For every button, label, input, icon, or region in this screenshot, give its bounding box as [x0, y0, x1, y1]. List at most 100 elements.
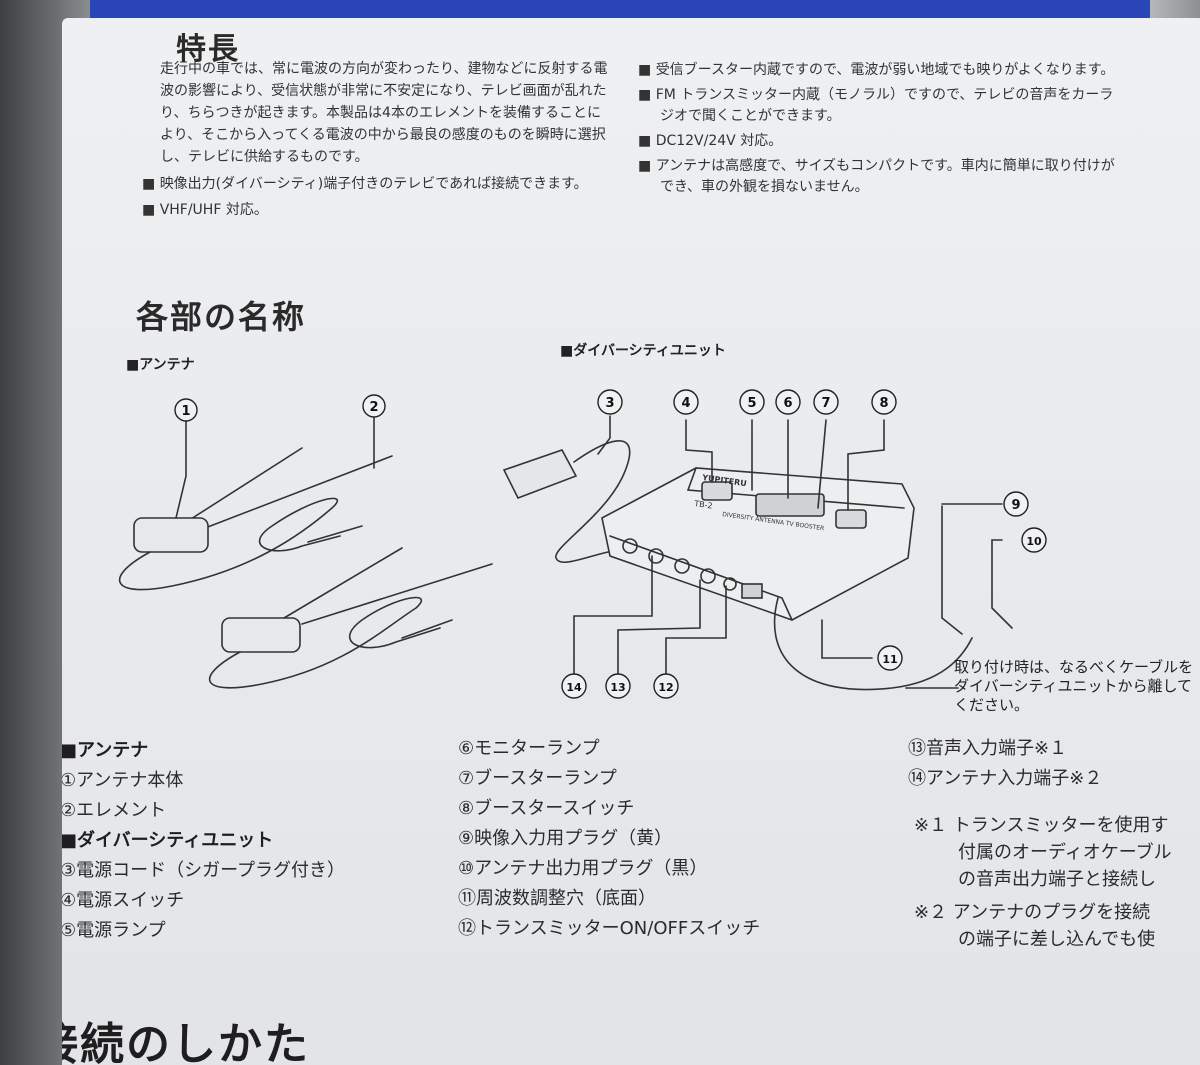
- power-cord: [555, 440, 631, 563]
- callout-9-number: 9: [1011, 498, 1020, 513]
- bullet-item: FM トランスミッター内蔵（モノラル）ですので、テレビの音声をカーラジオで聞くこ…: [638, 85, 1124, 127]
- antenna-1-body: [133, 517, 209, 553]
- list-unit-head: ■ダイバーシティユニット: [62, 830, 274, 851]
- callout-7-number: 7: [821, 396, 830, 411]
- callout-1-number: 1: [181, 404, 190, 419]
- bullet-item: VHF/UHF 対応。: [142, 200, 612, 221]
- footnote-line: ※２ アンテナのプラグを接続: [914, 902, 1151, 923]
- callout-6-circle: [775, 389, 801, 415]
- footnote-line: ※１ トランスミッターを使用す: [914, 815, 1169, 836]
- callout-4-leader: [685, 419, 713, 483]
- footnote-line: 付属のオーディオケーブル: [958, 842, 1172, 863]
- bullet-item: 映像出力(ダイバーシティ)端子付きのテレビであれば接続できます。: [142, 174, 612, 195]
- output-cable: [773, 597, 973, 691]
- list-item: ①アンテナ本体: [62, 770, 184, 791]
- bullet-item: 受信ブースター内蔵ですので、電波が弱い地域でも映りがよくなります。: [638, 60, 1124, 81]
- callout-8-leader: [847, 419, 885, 511]
- antenna-2-element-a: [283, 547, 403, 619]
- callout-10-circle: [1021, 527, 1047, 553]
- antenna-2-plug: [401, 619, 453, 639]
- callout-14-circle: [561, 673, 587, 699]
- callout-1-circle: [174, 398, 198, 422]
- parts-list-col1: ■アンテナ ①アンテナ本体 ②エレメント ■ダイバーシティユニット ③電源コード…: [62, 736, 345, 946]
- footnote-line: の端子に差し込んでも使: [958, 929, 1156, 950]
- manual-page: 特長 走行中の車では、常に電波の方向が変わったり、建物などに反射する電波の影響に…: [62, 18, 1200, 1065]
- antenna-diagram-label: ■アンテナ: [126, 357, 195, 373]
- parts-list-col3: ⑬音声入力端子※１ ⑭アンテナ入力端子※２: [908, 734, 1102, 794]
- callout-2-number: 2: [369, 400, 378, 415]
- callout-12-number: 12: [658, 681, 673, 694]
- callout-8-circle: [871, 389, 897, 415]
- parts-diagram: YUPITERU TB-2 DIVERSITY ANTENNA TV BOOST…: [118, 389, 1047, 699]
- callout-14-number: 14: [566, 681, 582, 694]
- callout-4-circle: [673, 389, 699, 415]
- callout-3-circle: [597, 389, 623, 415]
- list-item: ⑬音声入力端子※１: [908, 738, 1068, 759]
- bullet-item: DC12V/24V 対応。: [638, 131, 1124, 152]
- callout-1-leader: [175, 417, 187, 519]
- features-paragraph: 走行中の車では、常に電波の方向が変わったり、建物などに反射する電波の影響により、…: [160, 61, 608, 165]
- antenna-2-cable: [208, 596, 441, 689]
- callout-13-leader: [617, 579, 701, 675]
- callout-5-circle: [739, 389, 765, 415]
- list-item: ②エレメント: [62, 800, 167, 821]
- list-item: ⑫トランスミッターON/OFFスイッチ: [458, 918, 761, 939]
- antenna-1-plug: [307, 525, 363, 543]
- antenna-1-element-a: [179, 447, 303, 527]
- antenna-2-body: [221, 617, 301, 653]
- device-model: TB-2: [693, 499, 713, 511]
- audio-jack: [723, 577, 737, 591]
- callout-10-leader: [991, 539, 1003, 545]
- list-item: ⑨映像入力用プラグ（黄）: [458, 828, 673, 849]
- callout-6-number: 6: [783, 396, 792, 411]
- features-right-bullets: 受信ブースター内蔵ですので、電波が弱い地域でも映りがよくなります。 FM トラン…: [638, 60, 1124, 198]
- antenna-out-plug-cable: [991, 543, 1013, 629]
- antenna-1-element-b: [199, 455, 393, 531]
- callout-7-circle: [813, 389, 839, 415]
- callout-11-circle: [877, 645, 903, 671]
- jack-3: [674, 558, 690, 574]
- jack-1: [622, 538, 638, 554]
- list-antenna-head: ■アンテナ: [62, 740, 149, 761]
- list-item: ⑦ブースターランプ: [458, 768, 617, 789]
- jack-4: [700, 568, 716, 584]
- parts-list-col2: ⑥モニターランプ ⑦ブースターランプ ⑧ブースタースイッチ ⑨映像入力用プラグ（…: [458, 734, 760, 944]
- list-item: ④電源スイッチ: [62, 890, 185, 911]
- callout-3-leader: [597, 415, 611, 455]
- display-window: [755, 493, 825, 517]
- footnote-line: の音声出力端子と接続し: [958, 869, 1156, 890]
- callout-10-number: 10: [1026, 535, 1042, 548]
- unit-body: [601, 467, 915, 621]
- cable-note: 取り付け時は、なるべくケーブルをダイバーシティユニットから離してください。: [954, 658, 1194, 714]
- parts-heading: 各部の名称: [136, 298, 307, 336]
- footnotes: ※１ トランスミッターを使用す 付属のオーディオケーブル の音声出力端子と接続し…: [914, 812, 1172, 953]
- callout-5-number: 5: [747, 396, 756, 411]
- list-item: ⑧ブースタースイッチ: [458, 798, 635, 819]
- cigar-plug: [502, 449, 578, 500]
- connection-heading: 接続のしかた: [62, 1019, 310, 1065]
- list-item: ③電源コード（シガープラグ付き）: [62, 860, 346, 881]
- callout-11-leader: [821, 619, 873, 659]
- callout-7-leader: [817, 419, 827, 509]
- callout-2-circle: [362, 394, 386, 418]
- bullet-item: アンテナは高感度で、サイズもコンパクトです。車内に簡単に取り付けができ、車の外観…: [638, 156, 1124, 198]
- video-plug-cable: [941, 505, 963, 635]
- list-item: ⑤電源ランプ: [62, 920, 166, 941]
- callout-13-circle: [605, 673, 631, 699]
- unit-diagram-label: ■ダイバーシティユニット: [560, 343, 726, 359]
- callout-12-leader: [665, 585, 727, 675]
- callout-12-circle: [653, 673, 679, 699]
- callout-11-number: 11: [882, 653, 897, 666]
- callout-4-number: 4: [681, 396, 690, 411]
- jack-2: [648, 548, 664, 564]
- callout-8-number: 8: [879, 396, 888, 411]
- antenna-2-element-b: [301, 563, 493, 625]
- list-item: ⑭アンテナ入力端子※２: [908, 768, 1103, 789]
- callout-9-circle: [1003, 491, 1029, 517]
- callout-14-leader: [573, 555, 653, 675]
- unit-front-panel: [609, 535, 793, 621]
- callout-3-number: 3: [605, 396, 614, 411]
- list-item: ⑥モニターランプ: [458, 738, 600, 759]
- features-heading: 特長: [176, 32, 240, 67]
- power-switch: [701, 481, 733, 501]
